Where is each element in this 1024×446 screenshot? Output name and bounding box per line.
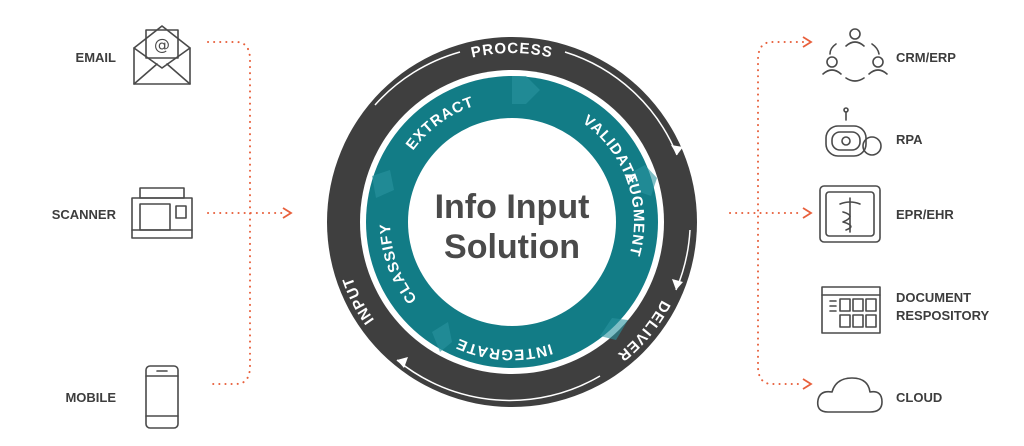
arrow-head-icon bbox=[672, 279, 683, 290]
cloud-icon bbox=[816, 377, 883, 413]
center-title-line2: Solution bbox=[444, 228, 580, 266]
robot-gear-icon bbox=[825, 107, 882, 157]
arrow-head-icon bbox=[671, 145, 683, 155]
center-disc bbox=[408, 118, 616, 326]
outer-arrow-line bbox=[564, 51, 678, 156]
arrow-head-icon bbox=[282, 207, 293, 219]
segment-chevron bbox=[512, 76, 540, 104]
input-label-email: EMAIL bbox=[76, 50, 117, 65]
svg-text:@: @ bbox=[154, 35, 170, 54]
arrow-head-icon bbox=[397, 357, 408, 368]
outer-label-process: PROCESS bbox=[470, 40, 555, 62]
output-label-rpa: RPA bbox=[896, 132, 923, 147]
outer-arrow-line bbox=[374, 51, 461, 106]
input-label-scanner: SCANNER bbox=[52, 207, 117, 222]
caduceus-icon bbox=[819, 185, 881, 243]
users-cycle-icon bbox=[822, 28, 888, 82]
scanner-icon bbox=[131, 187, 193, 239]
email-icon: @ bbox=[133, 25, 191, 85]
arrow-head-icon bbox=[802, 207, 813, 219]
segment-chevron bbox=[600, 318, 628, 340]
arrow-head-icon bbox=[802, 36, 813, 48]
segment-chevron bbox=[372, 170, 394, 198]
mobile-phone-icon bbox=[145, 365, 179, 429]
outer-arrow-line bbox=[396, 359, 601, 402]
output-label-cloud: CLOUD bbox=[896, 390, 942, 405]
output-label-crm: CRM/ERP bbox=[896, 50, 956, 65]
document-grid-icon bbox=[821, 286, 881, 334]
output-connector bbox=[757, 41, 804, 385]
output-label-epr: EPR/EHR bbox=[896, 207, 954, 222]
arrow-head-icon bbox=[802, 378, 813, 390]
output-label-document: DOCUMENT bbox=[896, 290, 971, 305]
output-label-repository: RESPOSITORY bbox=[896, 308, 990, 323]
segment-chevron bbox=[432, 322, 452, 352]
segment-chevron bbox=[632, 165, 657, 196]
input-label-mobile: MOBILE bbox=[65, 390, 116, 405]
center-title-line1: Info Input bbox=[435, 188, 590, 226]
